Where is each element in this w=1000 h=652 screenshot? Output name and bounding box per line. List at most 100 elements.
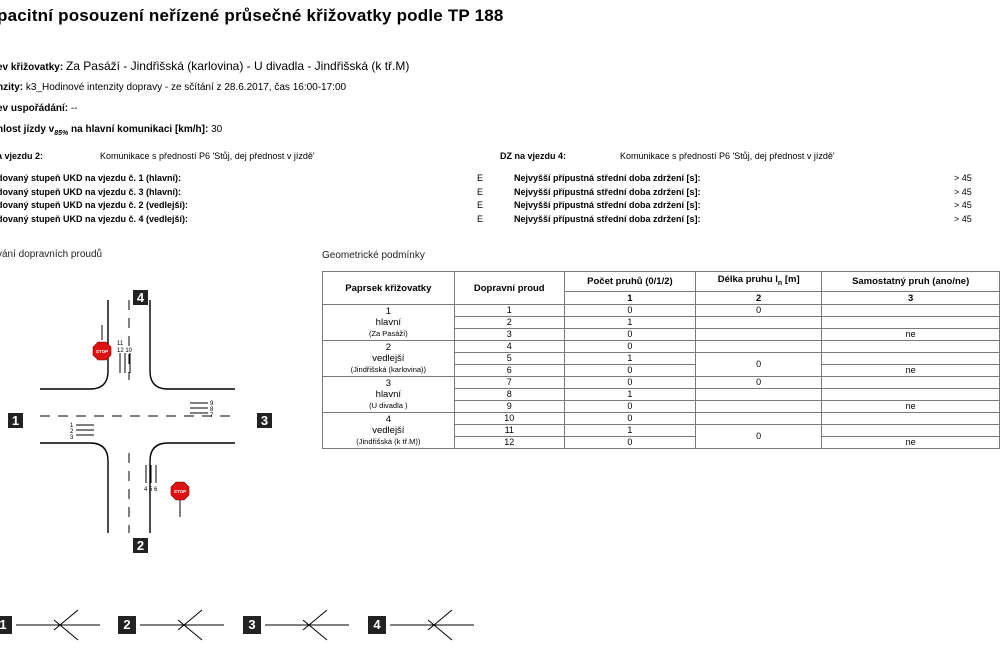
ukd-grade: E — [477, 173, 484, 183]
flow-cell: 11 — [453, 424, 565, 437]
flow-cell: 12 — [453, 436, 565, 449]
flow-cell: 2 — [453, 316, 565, 329]
lanes-cell: 0 — [563, 436, 697, 449]
header-length-post: [m] — [782, 274, 800, 286]
lanes-cell: 1 — [563, 424, 697, 437]
header-length: Délka pruhu ln [m] — [695, 270, 823, 293]
length-cell: 0 — [695, 376, 823, 389]
length-cell — [695, 316, 823, 329]
separate-cell: ne — [821, 328, 1000, 341]
legend-arm-number: 3 — [243, 616, 261, 634]
flow-cell: 8 — [453, 388, 565, 401]
speed-row: nlost jízdy v85% na hlavní komunikaci [k… — [0, 124, 222, 137]
separate-cell — [821, 352, 1000, 365]
separate-cell — [821, 412, 1000, 425]
arm4-arrows — [119, 353, 131, 373]
arm-type: hlavní — [375, 317, 402, 328]
ukd-label: dovaný stupeň UKD na vjezdu č. 1 (hlavní… — [0, 173, 182, 183]
lanes-cell: 1 — [563, 316, 697, 329]
arm-street: (Za Pasáží) — [368, 329, 408, 338]
arm-number-2: 2 — [133, 538, 148, 553]
header-length-sub: n — [777, 280, 783, 288]
flow-cell: 4 — [453, 340, 565, 353]
ukd-delay-label: Nejvyšší přípustná střední doba zdržení … — [514, 186, 701, 197]
lanes-cell: 0 — [563, 304, 697, 317]
length-cell — [695, 388, 823, 401]
arm-street: (U divadla ) — [369, 401, 408, 410]
arm-street: (Jindřišská (k tř.M)) — [356, 437, 421, 446]
stop-sign-icon-arm2: STOP — [170, 481, 190, 517]
intersection-name-value: Za Pasáží - Jindřišská (karlovina) - U d… — [65, 59, 410, 73]
arrangement-row: ev uspořádání: -- — [0, 103, 78, 114]
arm-number-1: 1 — [8, 413, 23, 428]
intensity-label: nzity: — [0, 82, 24, 93]
arm-num: 1 — [385, 306, 391, 317]
road-edge-nw — [40, 300, 109, 390]
lanes-cell: 0 — [563, 376, 697, 389]
length-cell: 0 — [695, 424, 823, 449]
flow-cell: 5 — [453, 352, 565, 365]
header-separate: Samostatný pruh (ano/ne) — [821, 270, 1000, 293]
header-flow: Dopravní proud — [453, 271, 565, 305]
length-cell: 0 — [695, 352, 823, 377]
lanes-cell: 0 — [563, 340, 697, 353]
dz4-label: DZ na vjezdu 4: — [500, 151, 567, 161]
ukd-grade: E — [477, 186, 484, 197]
length-cell — [695, 340, 823, 353]
lanes-cell: 0 — [563, 328, 697, 341]
arm-number-4: 4 — [133, 290, 148, 305]
ukd-delay-value: > 45 — [954, 173, 972, 183]
arm2-arrows — [145, 465, 157, 483]
intersection-diagram: 11 12 10 9 8 7 1 2 3 4 5 6 STOP STOP — [40, 300, 235, 533]
flow-cell: 1 — [453, 304, 565, 317]
intersection-name-row: ev křižovatky: Za Pasáží - Jindřišská (k… — [0, 59, 409, 73]
arm-street: (Jindřišská (karlovina)) — [350, 365, 427, 374]
legend-arm-number: 2 — [118, 616, 136, 634]
length-cell — [695, 400, 823, 413]
separate-cell: ne — [821, 400, 1000, 413]
flow-cell: 3 — [453, 328, 565, 341]
ukd-delay-value: > 45 — [954, 186, 972, 197]
arm3-arrows — [190, 402, 208, 414]
legend-arm-number: 1 — [0, 616, 12, 634]
arm1-arrows — [76, 424, 94, 436]
ukd-grade: E — [477, 200, 484, 210]
arrangement-value: -- — [70, 103, 78, 114]
separate-cell: ne — [821, 364, 1000, 377]
dz4-value: Komunikace s předností P6 'Stůj, dej pře… — [620, 151, 835, 161]
ukd-label: dovaný stupeň UKD na vjezdu č. 3 (hlavní… — [0, 186, 182, 197]
separate-cell — [821, 388, 1000, 401]
flow-cell: 9 — [453, 400, 565, 413]
arm4-flow-label-mid: 11 — [117, 341, 124, 347]
speed-label-sub: 85% — [54, 130, 69, 137]
flows-section-title: vání dopravních proudů — [0, 249, 103, 260]
legend-flow-arrows-icon — [16, 609, 100, 641]
header-arm: Paprsek křižovatky — [322, 271, 455, 305]
ukd-grade: E — [477, 213, 484, 224]
flow-cell: 6 — [453, 364, 565, 377]
arrangement-label: ev uspořádání: — [0, 103, 69, 114]
legend-arm-number: 4 — [368, 616, 386, 634]
lanes-cell: 0 — [563, 400, 697, 413]
flow-cell: 10 — [453, 412, 565, 425]
ukd-delay-label: Nejvyšší přípustná střední doba zdržení … — [514, 200, 701, 210]
header-length-pre: Délka pruhu l — [717, 274, 778, 286]
ukd-delay-label: Nejvyšší přípustná střední doba zdržení … — [514, 173, 701, 183]
road-edge-ne — [149, 300, 235, 390]
lanes-cell: 1 — [563, 388, 697, 401]
legend-flow-arrows-icon — [140, 609, 224, 641]
arm3-flow-label-8: 8 — [210, 407, 214, 413]
arm-num: 3 — [385, 378, 391, 389]
separate-cell — [821, 304, 1000, 317]
lanes-cell: 1 — [563, 352, 697, 365]
intensity-value: k3_Hodinové intenzity dopravy - ze sčítá… — [25, 82, 347, 93]
